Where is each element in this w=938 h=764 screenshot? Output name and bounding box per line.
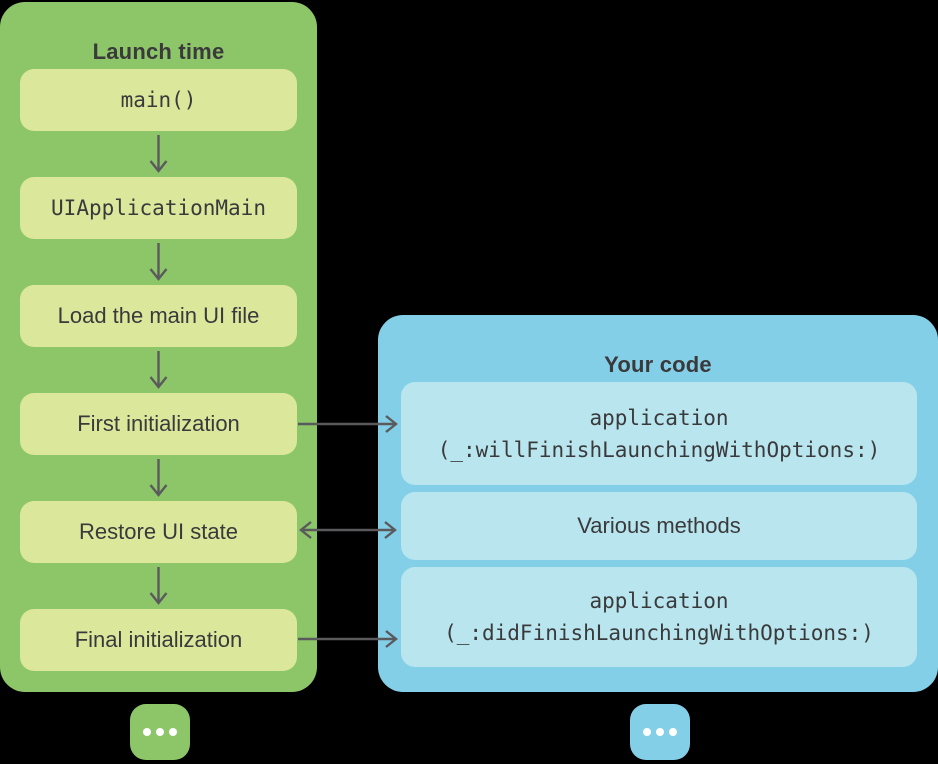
step-main: main() [20, 69, 297, 131]
handler-did-finish-launching: application (_:didFinishLaunchingWithOpt… [401, 567, 917, 667]
launch-panel-title: Launch time [92, 39, 225, 65]
code-more-badge [630, 704, 690, 760]
step-restore-ui-state: Restore UI state [20, 501, 297, 563]
handler-various-methods: Various methods [401, 492, 917, 560]
ellipsis-icon [143, 728, 151, 736]
ellipsis-icon [669, 728, 677, 736]
launch-more-badge [130, 704, 190, 760]
step-load-main-ui: Load the main UI file [20, 285, 297, 347]
step-uiapplicationmain: UIApplicationMain [20, 177, 297, 239]
step-final-initialization: Final initialization [20, 609, 297, 671]
handler-will-finish-launching: application (_:willFinishLaunchingWithOp… [401, 382, 917, 485]
ellipsis-icon [656, 728, 664, 736]
launch-time-panel: Launch time main() UIApplicationMain Loa… [0, 2, 317, 692]
handler-line: (_:didFinishLaunchingWithOptions:) [444, 621, 874, 645]
ellipsis-icon [156, 728, 164, 736]
your-code-panel: Your code application (_:willFinishLaunc… [378, 315, 938, 692]
handler-line: Various methods [577, 513, 741, 538]
ellipsis-icon [643, 728, 651, 736]
handler-line: application [589, 405, 729, 430]
step-first-initialization: First initialization [20, 393, 297, 455]
ellipsis-icon [169, 728, 177, 736]
code-panel-title: Your code [604, 352, 712, 378]
handler-line: (_:willFinishLaunchingWithOptions:) [437, 437, 881, 462]
handler-line: application [589, 589, 729, 613]
